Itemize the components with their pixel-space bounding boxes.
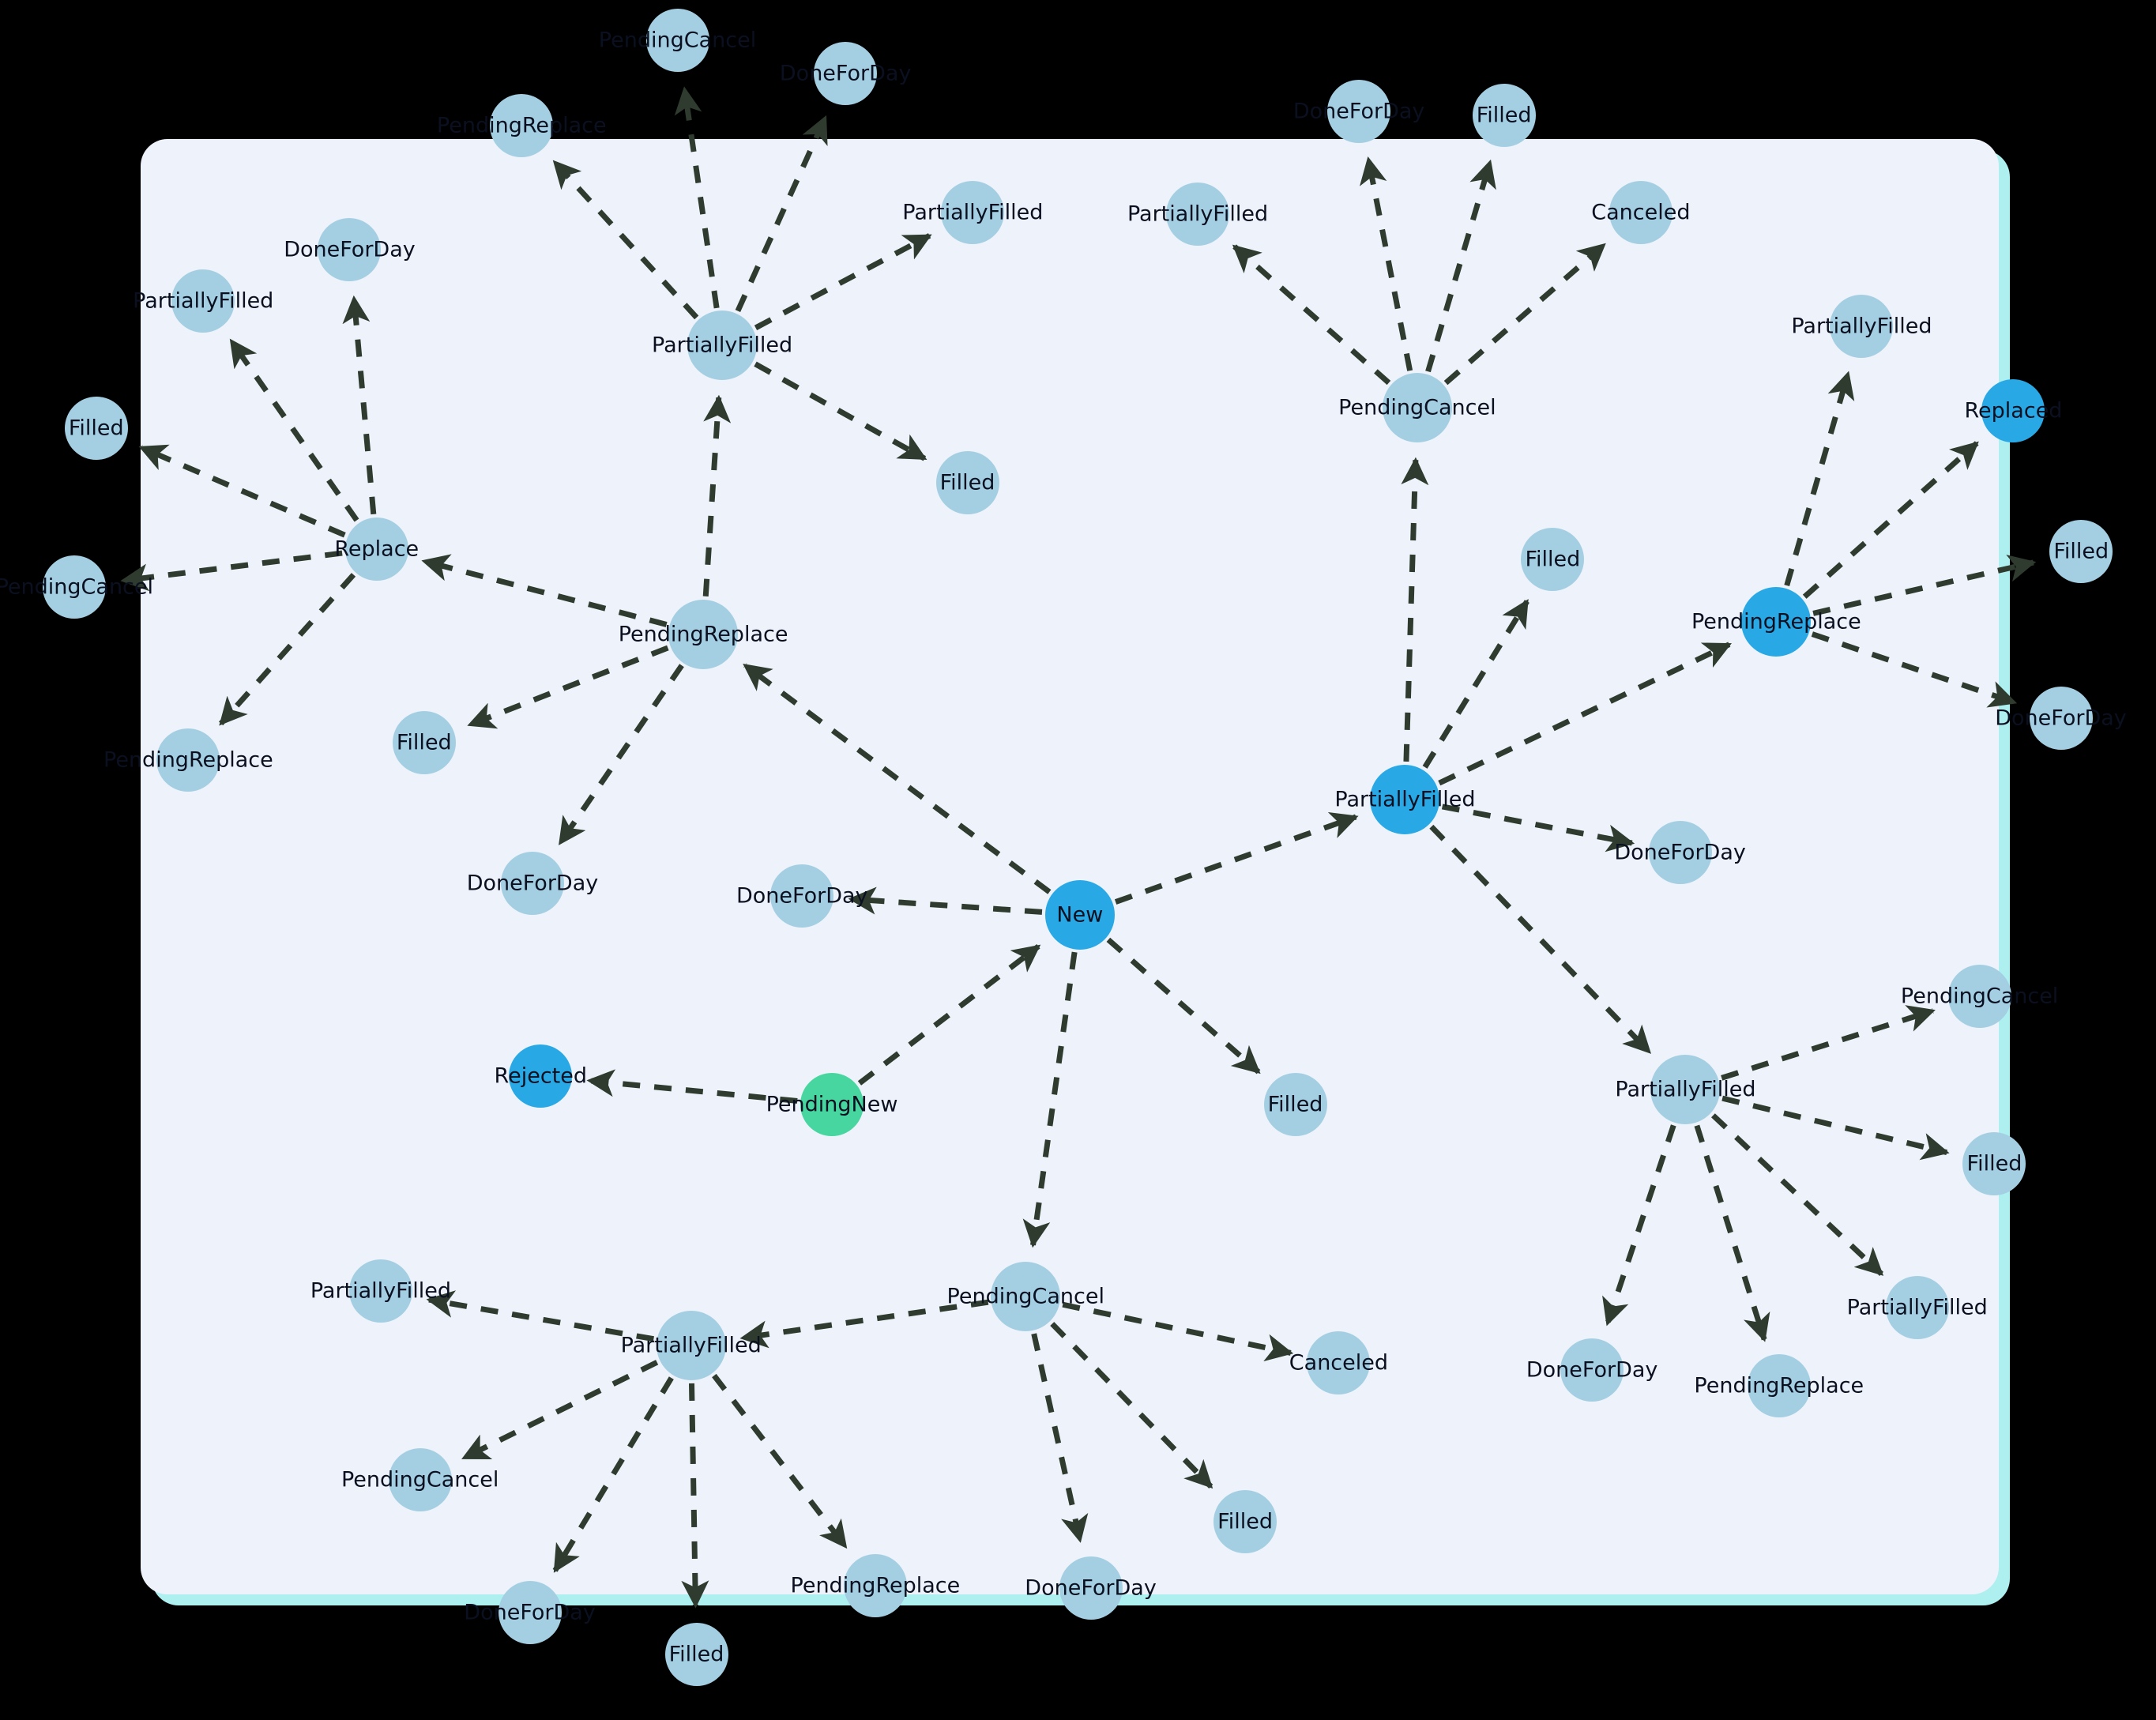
graph-node-doneforday[interactable] (318, 217, 382, 281)
graph-node-doneforday[interactable] (498, 1580, 562, 1644)
graph-node-partiallyfilled[interactable] (1166, 182, 1230, 246)
graph-edge (1114, 811, 1359, 905)
graph-node-doneforday[interactable] (814, 41, 878, 105)
graph-edge (467, 645, 669, 729)
graph-edge (735, 115, 828, 313)
graph-node-rejected[interactable] (509, 1044, 573, 1108)
graph-edge (681, 1383, 709, 1609)
graph-edge (712, 1373, 848, 1549)
graph-edge (426, 1290, 654, 1342)
graph-node-pendingcancel[interactable] (1382, 373, 1452, 443)
graph-edge (1711, 1113, 1884, 1277)
graph-edge (1721, 1005, 1936, 1081)
graph-node-doneforday[interactable] (1560, 1338, 1624, 1402)
graph-edge (754, 233, 932, 330)
graph-node-pendingreplace[interactable] (668, 599, 739, 669)
graph-edge (1802, 441, 1979, 599)
graph-node-doneforday[interactable] (1059, 1556, 1123, 1620)
graph-edge (1062, 1301, 1294, 1362)
graph-edge (228, 338, 359, 522)
graph-edge (342, 295, 377, 515)
graph-edge (1425, 159, 1496, 373)
graph-edge (1359, 156, 1413, 371)
graph-node-pendingreplace[interactable] (1741, 587, 1812, 657)
graph-node-replace[interactable] (344, 517, 408, 581)
graph-node-filled[interactable] (1263, 1072, 1327, 1136)
graph-edge (702, 394, 732, 597)
graph-node-replaced[interactable] (1981, 378, 2045, 442)
graph-edge (461, 1360, 659, 1461)
graph-edge (552, 160, 699, 320)
graph-node-filled[interactable] (1521, 528, 1585, 592)
graph-edge (421, 554, 668, 627)
graph-edge (1050, 1322, 1213, 1489)
graph-node-doneforday[interactable] (1327, 79, 1391, 143)
graph-node-partiallyfilled[interactable] (171, 269, 235, 333)
graph-edge (1721, 1095, 1950, 1161)
graph-edge (1422, 599, 1530, 769)
graph-edge (1438, 642, 1732, 786)
graph-edge (1812, 555, 2037, 616)
graph-node-partiallyfilled[interactable] (348, 1259, 412, 1323)
graph-node-doneforday[interactable] (500, 852, 564, 916)
graph-node-pendingcancel[interactable] (991, 1262, 1061, 1332)
graph-node-pendingreplace[interactable] (1747, 1354, 1811, 1418)
graph-node-pendingnew[interactable] (800, 1072, 864, 1136)
graph-node-pendingcancel[interactable] (645, 9, 709, 73)
graph-node-filled[interactable] (935, 450, 999, 514)
graph-edge (674, 86, 720, 309)
graph-edge (1401, 457, 1429, 762)
graph-node-pendingcancel[interactable] (1947, 964, 2011, 1028)
graph-edge (1694, 1124, 1770, 1342)
graph-node-partiallyfilled[interactable] (656, 1310, 726, 1380)
graph-edge (1031, 1333, 1089, 1543)
graph-edge (138, 444, 346, 538)
graph-node-partiallyfilled[interactable] (1650, 1054, 1721, 1124)
graph-node-filled[interactable] (1472, 83, 1536, 147)
graph-node-pendingreplace[interactable] (843, 1553, 907, 1617)
graph-edge (120, 550, 343, 592)
graph-edge (1811, 631, 2018, 708)
graph-node-doneforday[interactable] (1648, 820, 1712, 884)
graph-edge (1232, 244, 1391, 386)
graph-edge (1602, 1124, 1676, 1327)
graph-node-doneforday[interactable] (770, 864, 834, 928)
graph-node-filled[interactable] (1213, 1489, 1277, 1553)
graph-node-partiallyfilled[interactable] (941, 181, 1005, 245)
graph-node-filled[interactable] (64, 396, 128, 460)
graph-node-filled[interactable] (2049, 520, 2113, 583)
graph-node-canceled[interactable] (1307, 1331, 1371, 1395)
graph-edge (1784, 371, 1855, 587)
graph-node-filled[interactable] (392, 710, 456, 774)
graph-node-canceled[interactable] (1609, 181, 1672, 245)
graph-edge (1022, 951, 1078, 1248)
graph-edge (1106, 937, 1261, 1075)
graph-edge (848, 886, 1043, 915)
graph-edge (558, 664, 684, 845)
graph-node-partiallyfilled[interactable] (1370, 764, 1440, 834)
graph-edge (743, 663, 1052, 894)
graph-edge (857, 943, 1041, 1086)
graph-edge (1429, 824, 1652, 1054)
graph-edge (1443, 243, 1606, 386)
graph-edge (739, 1299, 989, 1349)
graph-edge (586, 1069, 798, 1104)
graph-node-partiallyfilled[interactable] (1885, 1275, 1949, 1339)
graph-node-doneforday[interactable] (2029, 686, 2093, 750)
graph-node-filled[interactable] (664, 1623, 728, 1686)
graph-edge (552, 1376, 674, 1573)
graph-node-pendingcancel[interactable] (43, 555, 107, 619)
graph-node-new[interactable] (1044, 879, 1115, 950)
graph-node-partiallyfilled[interactable] (1830, 295, 1894, 359)
edges-group (120, 86, 2037, 1609)
graph-edge (219, 573, 356, 726)
graph-node-filled[interactable] (1962, 1132, 2026, 1196)
graph-node-pendingcancel[interactable] (388, 1447, 452, 1511)
graph-edge (754, 361, 927, 461)
graph-node-pendingreplace[interactable] (156, 728, 220, 792)
graph-edge (1441, 804, 1635, 852)
graph-node-partiallyfilled[interactable] (687, 311, 758, 381)
graph-node-pendingreplace[interactable] (490, 94, 554, 158)
